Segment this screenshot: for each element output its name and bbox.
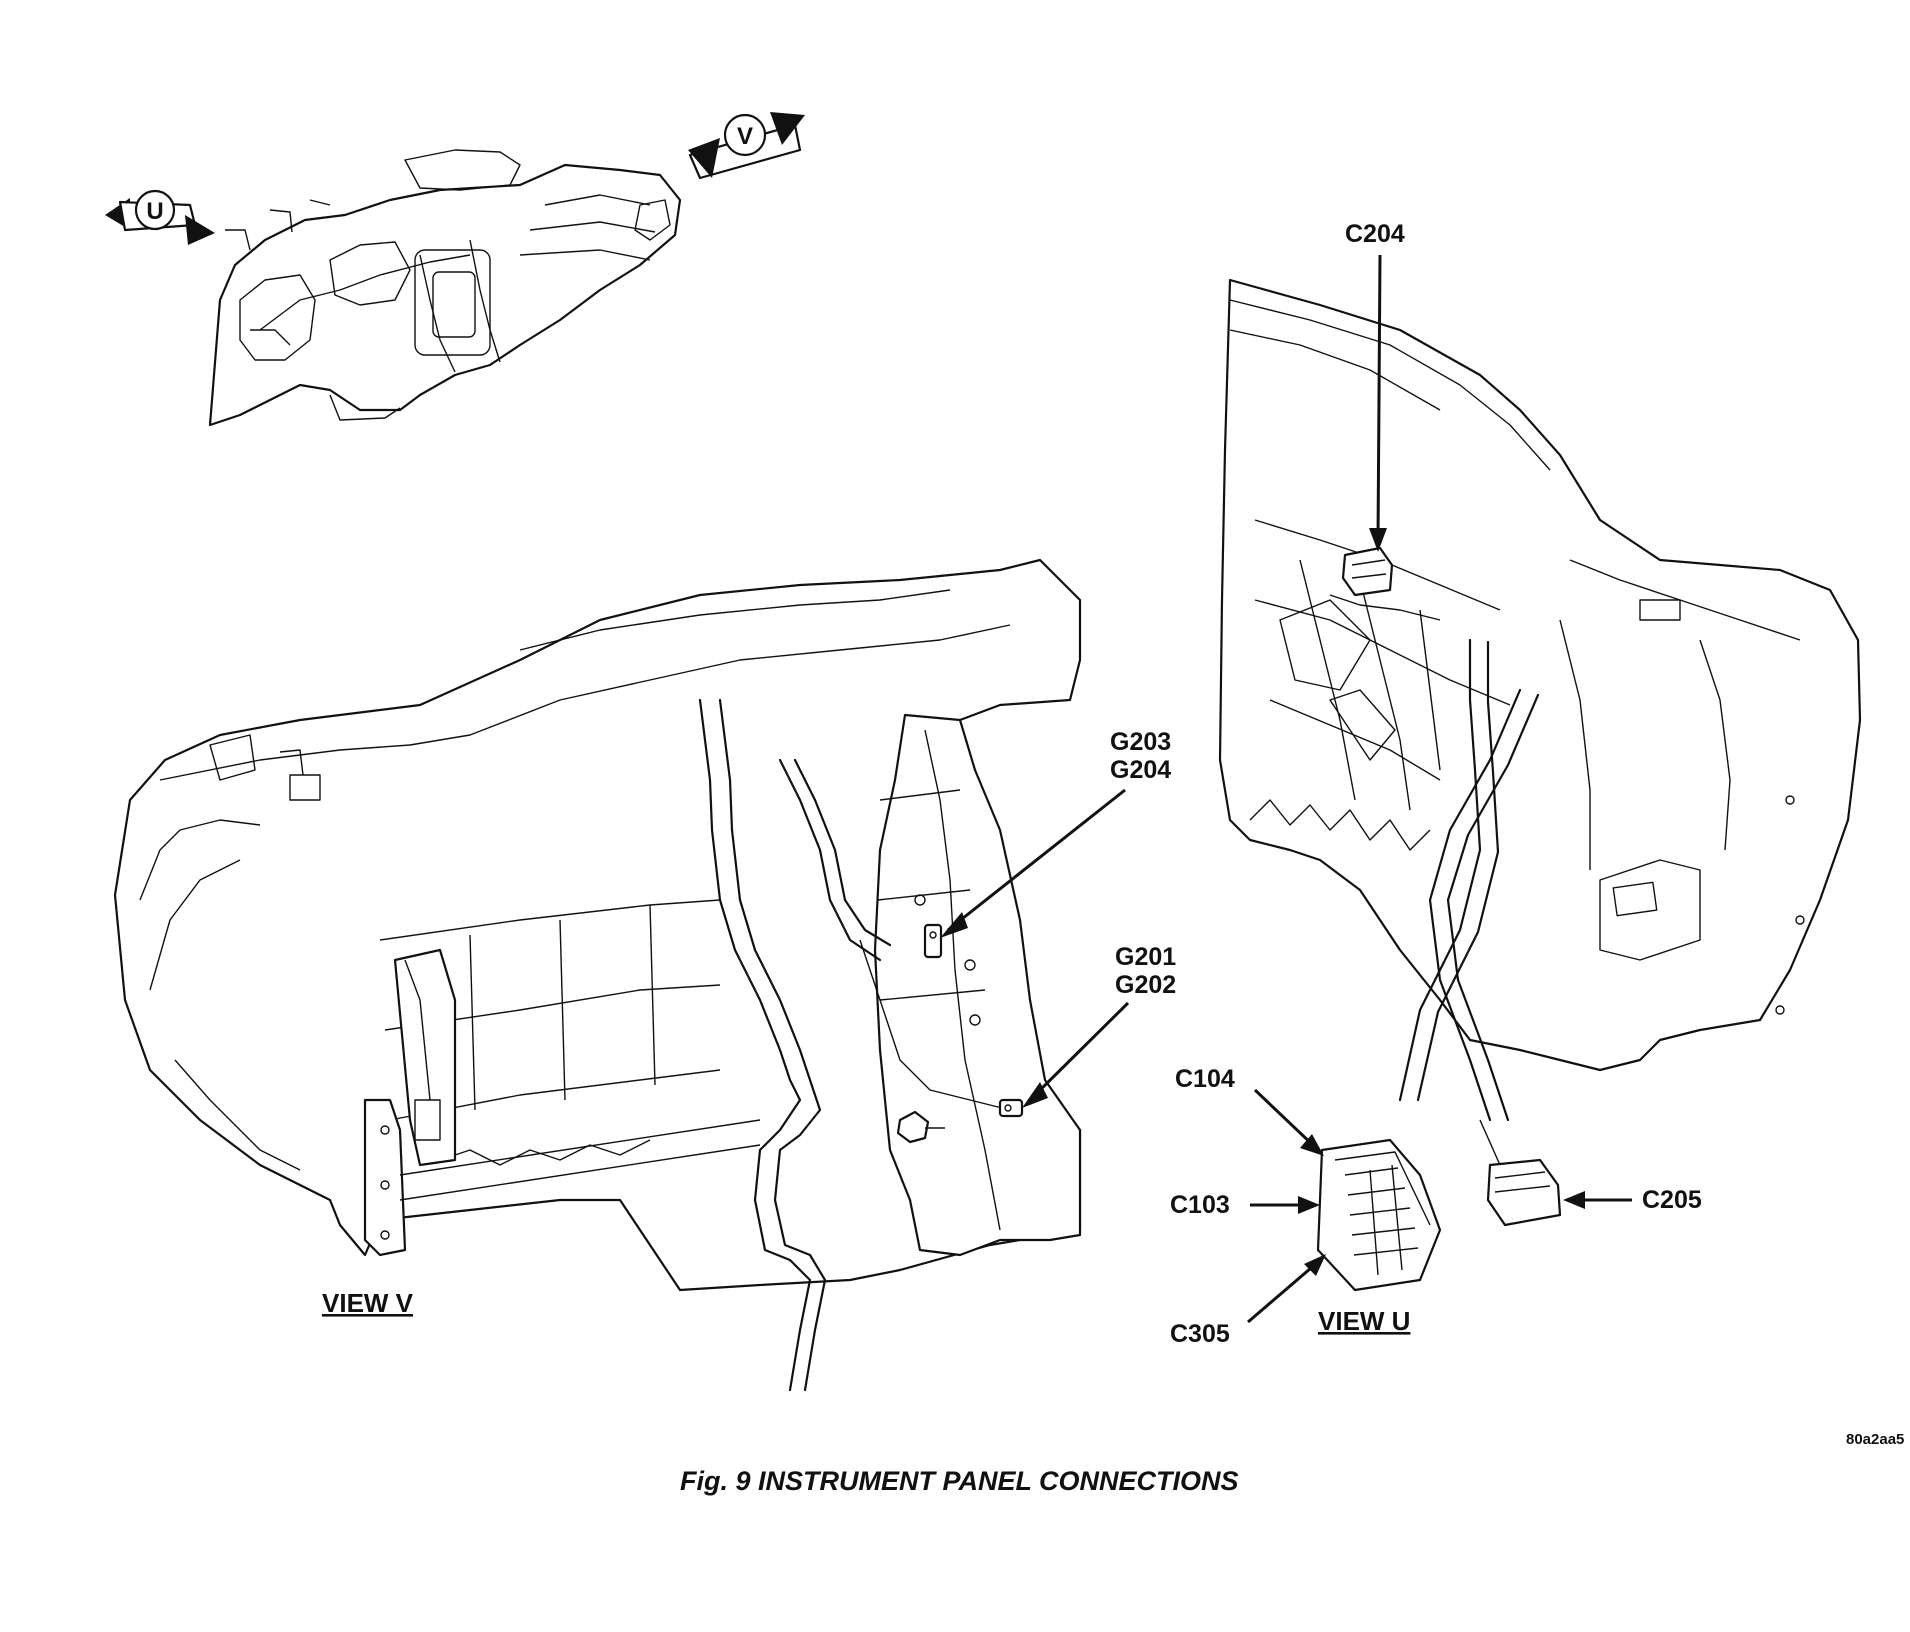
callout-c104-leader	[1253, 1088, 1318, 1150]
figure-caption: Fig. 9 INSTRUMENT PANEL CONNECTIONS	[680, 1466, 1239, 1496]
view-u-marker-letter: U	[146, 198, 163, 225]
view-u-callouts: C204 C104 C103 C305 C205 VIEW U	[1170, 220, 1702, 1348]
view-v-illustration	[113, 558, 1082, 1392]
callout-g203-g204-leader	[947, 788, 1126, 932]
view-v-marker-letter: V	[737, 123, 753, 150]
callout-g202: G202	[1115, 971, 1176, 999]
view-u-label: VIEW U	[1318, 1306, 1410, 1336]
view-u-marker: U	[105, 189, 215, 245]
callout-c305: C305	[1170, 1320, 1230, 1348]
callout-c204-leader	[1376, 254, 1382, 541]
callout-g201: G201	[1115, 943, 1176, 971]
ground-stud-g201-g202	[998, 1098, 1024, 1118]
callout-g201-g202-leader	[1028, 1001, 1130, 1102]
reference-code: 80a2aa5	[1846, 1431, 1904, 1448]
overview-illustration	[208, 149, 682, 427]
callout-g203: G203	[1110, 728, 1171, 756]
mounting-bolt	[896, 1110, 945, 1144]
connector-c204	[1329, 546, 1441, 621]
callout-c103: C103	[1170, 1191, 1230, 1219]
connector-block-c104-c103-c305	[1316, 1138, 1442, 1292]
connector-c205	[1479, 1119, 1562, 1227]
callout-c104: C104	[1175, 1065, 1235, 1093]
view-v-label: VIEW V	[322, 1288, 414, 1318]
callout-c204: C204	[1345, 220, 1405, 248]
ground-stud-g203-g204	[923, 923, 943, 959]
callout-c305-leader	[1247, 1260, 1319, 1324]
callout-c205: C205	[1642, 1186, 1702, 1214]
view-u-illustration	[1218, 278, 1862, 1292]
view-v-callouts: G203 G204 G201 G202 VIEW V	[322, 728, 1176, 1318]
callout-g204: G204	[1110, 756, 1171, 784]
view-v-marker: V	[688, 112, 805, 180]
